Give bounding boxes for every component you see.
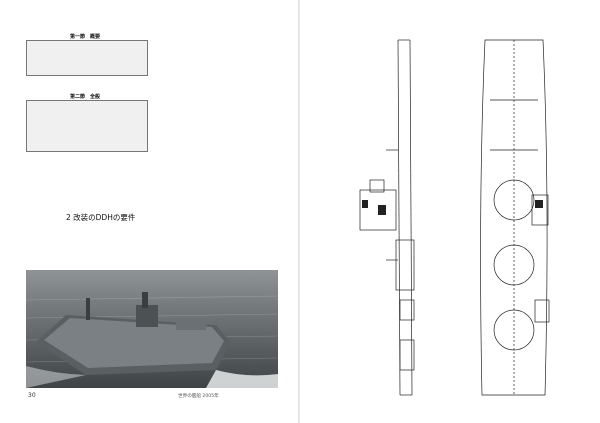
ship-drawing [359, 39, 550, 396]
left-page-column-2 [156, 33, 280, 259]
paragraph-1 [26, 160, 148, 202]
section-title: 2 改装のDDHの要件 [66, 213, 136, 222]
summary-box-2-text [29, 102, 145, 150]
photo-caption [232, 274, 276, 338]
page-footer: 世界の艦船 2005年 [178, 394, 219, 399]
heading-1: 第一節 概要 [69, 34, 100, 40]
summary-box-1-text [29, 42, 145, 74]
heading-2: 第二節 全般 [69, 94, 100, 100]
page-number: 30 [28, 392, 36, 399]
left-page: 第一節 概要 第二節 全般 2 改装のDDHの要件 [26, 33, 280, 399]
right-page [300, 0, 600, 423]
right-page-paragraph-3 [420, 60, 480, 200]
summary-box-1 [26, 40, 148, 76]
summary-box-2 [26, 100, 148, 152]
ship-photo-image [26, 270, 278, 388]
right-page-paragraph-2 [550, 120, 590, 320]
ship-photo [26, 270, 278, 388]
note-1 [26, 75, 146, 89]
paragraph-2 [26, 227, 148, 265]
